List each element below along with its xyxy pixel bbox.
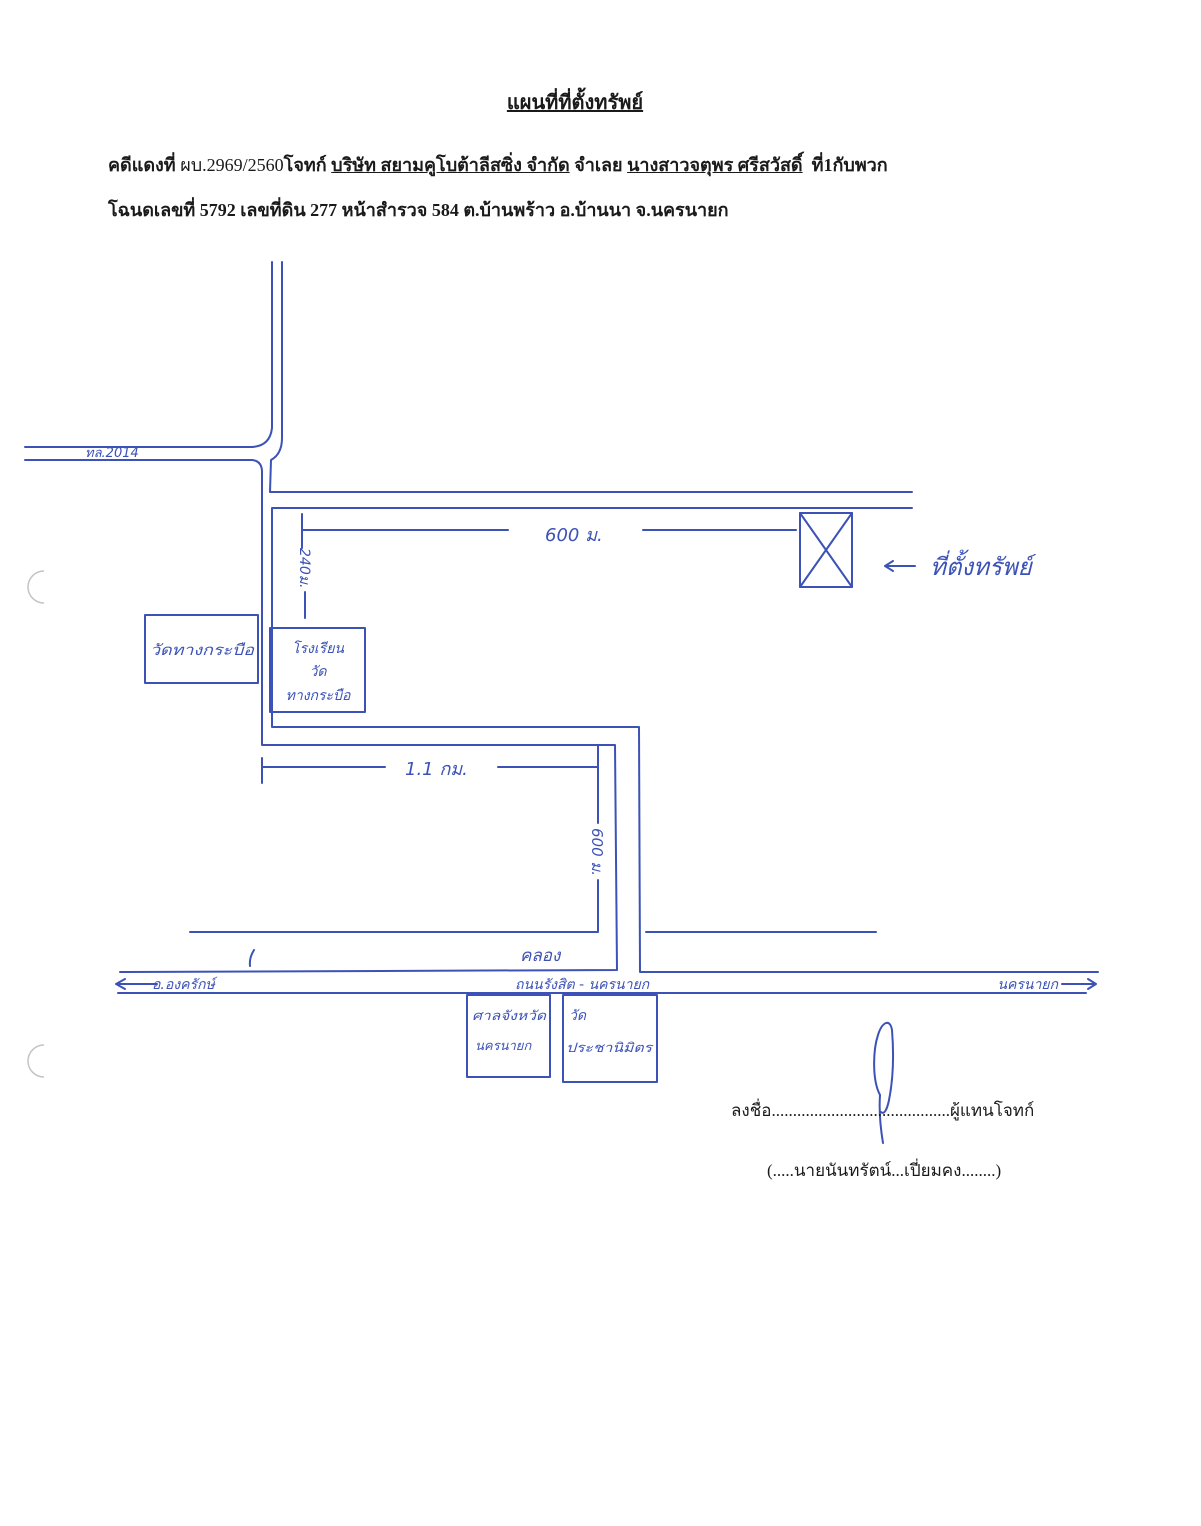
court-box bbox=[466, 994, 551, 1078]
hole-punch-lower bbox=[27, 1044, 45, 1078]
dimension-middle bbox=[261, 757, 598, 784]
deed-line: โฉนดเลขที่ 5792 เลขที่ดิน 277 หน้าสำรวจ … bbox=[108, 200, 729, 220]
dimension-top bbox=[301, 513, 797, 619]
case-label: คดีแดงที่ bbox=[108, 155, 176, 175]
plaintiff-name: บริษัท สยามคูโบต้าลีสซิ่ง จำกัด bbox=[331, 155, 570, 175]
arrow-left-icon bbox=[115, 978, 158, 990]
temple-bottom-box bbox=[562, 994, 658, 1083]
plaintiff-label: โจทก์ bbox=[283, 155, 327, 175]
case-number: ผบ.2969/2560 bbox=[180, 155, 284, 175]
temple-left-label: วัดทางกระบือ bbox=[150, 641, 255, 659]
highway-label: ทล.2014 bbox=[85, 446, 139, 461]
document-title: แผนที่ที่ตั้งทรัพย์ bbox=[375, 86, 775, 118]
distance-middle-label: 1.1 กม. bbox=[405, 759, 468, 780]
defendant-label: จำเลย bbox=[574, 155, 623, 175]
temple-bottom-label-line2: ประชานิมิตร bbox=[566, 1041, 654, 1056]
property-marker bbox=[799, 512, 853, 588]
canal-label: คลอง bbox=[520, 946, 562, 966]
distance-top-label: 600 ม. bbox=[545, 525, 603, 546]
school-label-line2: วัด bbox=[310, 664, 328, 680]
handwritten-signature bbox=[873, 1021, 894, 1144]
signer-name: (.....นายนันทรัตน์...เปี่ยมคง........) bbox=[767, 1161, 1002, 1180]
hole-punch-upper bbox=[27, 570, 45, 604]
direction-right-label: นครนายก bbox=[997, 977, 1059, 993]
court-label-line1: ศาลจังหวัด bbox=[472, 1009, 547, 1024]
property-label: ที่ตั้งทรัพย์ bbox=[930, 549, 1037, 581]
road-hwy-2014-north-edge bbox=[24, 261, 273, 448]
distance-vertical-label: 600 ม. bbox=[588, 828, 606, 876]
road-hwy-2014-south-edge bbox=[24, 459, 618, 973]
road-north-east-edge bbox=[269, 261, 913, 493]
arrow-right-icon bbox=[1061, 978, 1097, 990]
road-inner-edge bbox=[271, 507, 1099, 973]
defendant-name: นางสาวจตุพร ศรีสวัสดิ์ bbox=[627, 155, 803, 175]
distance-side-label: 240ม. bbox=[296, 548, 312, 588]
signature-line: ลงชื่อ..................................… bbox=[731, 1101, 1035, 1120]
main-road-label: ถนนรังสิต - นครนายก bbox=[515, 977, 651, 993]
school-box bbox=[269, 627, 366, 713]
title-text: แผนที่ที่ตั้งทรัพย์ bbox=[506, 92, 644, 114]
defendant-suffix: ที่1กับพวก bbox=[811, 155, 888, 175]
temple-left-box bbox=[144, 614, 259, 684]
case-line: คดีแดงที่ ผบ.2969/2560โจทก์ บริษัท สยามค… bbox=[108, 150, 888, 179]
property-arrow-icon bbox=[884, 560, 916, 572]
temple-bottom-label-line1: วัด bbox=[569, 1008, 587, 1024]
canal-mark bbox=[248, 949, 255, 967]
school-label-line1: โรงเรียน bbox=[292, 640, 344, 657]
court-label-line2: นครนายก bbox=[475, 1039, 532, 1054]
direction-left-label: อ.องครักษ์ bbox=[152, 976, 218, 993]
school-label-line3: ทางกระบือ bbox=[286, 688, 351, 704]
